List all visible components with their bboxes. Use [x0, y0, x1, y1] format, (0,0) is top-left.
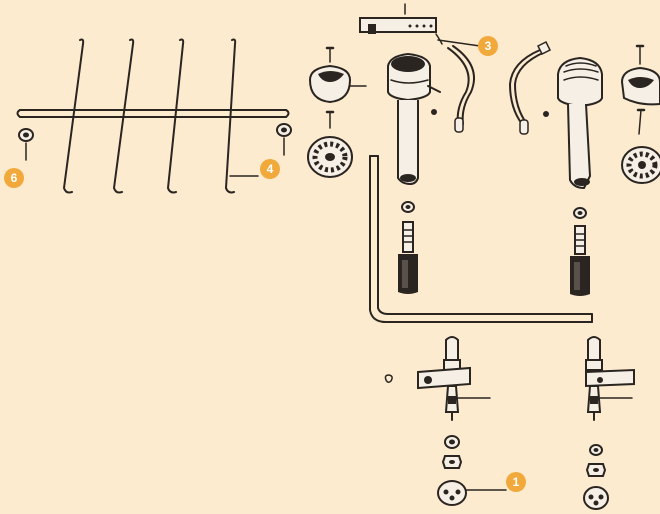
- burner-cap-right: [620, 44, 660, 106]
- flex-hose-left: [447, 45, 475, 133]
- nozzle-right: [570, 207, 590, 296]
- burner-cap-left: [308, 46, 367, 104]
- callout-4-label: 4: [267, 162, 274, 176]
- bracket-plate: [359, 3, 481, 47]
- callout-3: 3: [478, 36, 498, 56]
- gas-pipe: [369, 155, 593, 323]
- burner-head-right: [621, 108, 660, 184]
- knob-left: [437, 435, 507, 506]
- valve-left: [417, 336, 491, 421]
- nozzle-left: [398, 201, 418, 294]
- callout-4: 4: [260, 159, 280, 179]
- washer-right: [276, 123, 292, 156]
- burner-head-left: [307, 110, 353, 178]
- callout-1: 1: [506, 472, 526, 492]
- burner-tube-left: [387, 52, 441, 186]
- valve-right: [585, 336, 635, 421]
- grate-rack: [16, 38, 290, 194]
- valve-clip: [384, 374, 393, 384]
- callout-6-label: 6: [11, 171, 18, 185]
- callout-1-circle: [506, 472, 526, 492]
- callout-3-label: 3: [485, 39, 492, 53]
- callout-4-circle: [260, 159, 280, 179]
- callout-3-circle: [478, 36, 498, 56]
- callout-6-circle: [4, 168, 24, 188]
- callout-1-label: 1: [513, 475, 520, 489]
- washer-left: [18, 128, 34, 161]
- callout-6: 6: [4, 168, 24, 188]
- flex-hose-right: [509, 40, 552, 135]
- burner-tube-right: [557, 56, 603, 190]
- knob-right: [583, 444, 609, 510]
